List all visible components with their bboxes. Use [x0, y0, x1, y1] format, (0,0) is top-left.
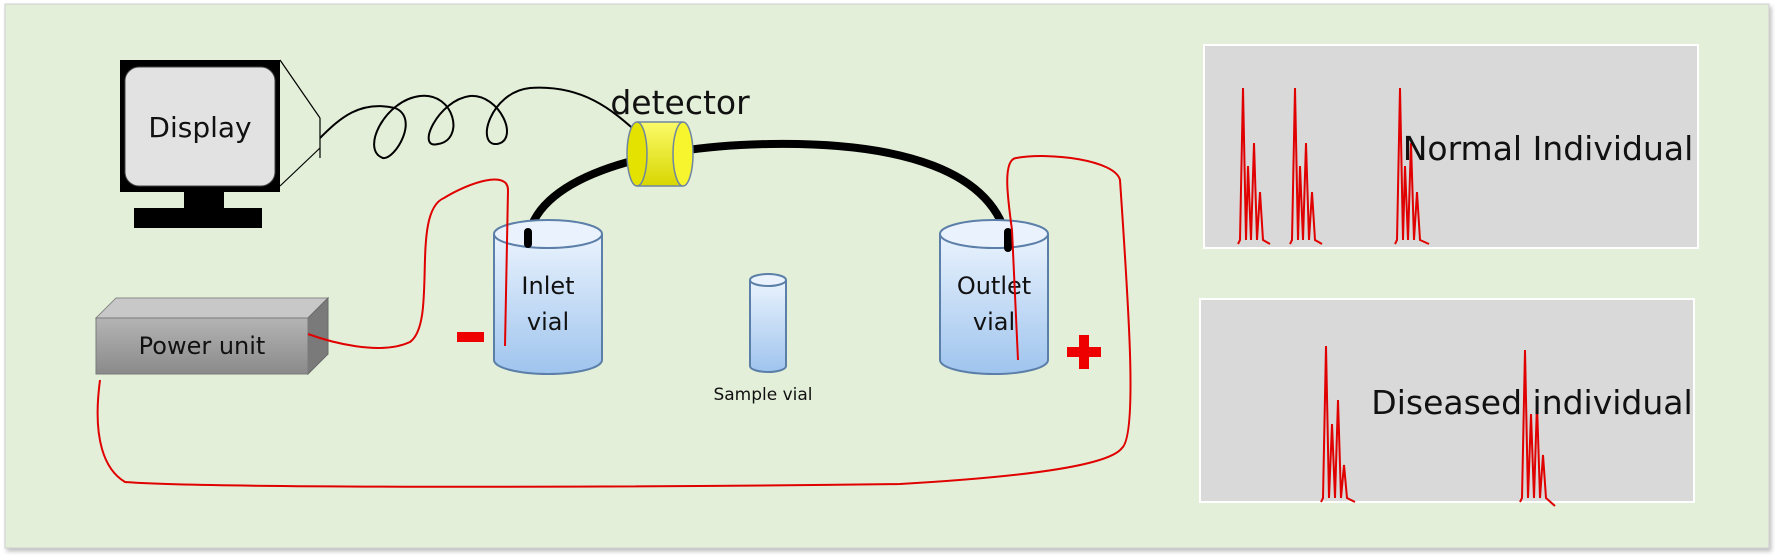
negative-terminal — [457, 332, 484, 342]
capillary-tube-ends — [524, 228, 1012, 252]
diseased-individual-label: Diseased individual — [1371, 383, 1692, 422]
outlet-vial: Outlet vial — [939, 219, 1049, 375]
coiled-signal-cable — [319, 86, 647, 159]
normal-individual-label: Normal Individual — [1403, 129, 1694, 168]
detector: detector — [610, 83, 750, 187]
inlet-label-line1: Inlet — [521, 272, 574, 300]
power-unit: Power unit — [94, 296, 330, 376]
negative-wire — [307, 178, 510, 349]
return-wire — [96, 155, 1132, 488]
capillary-tube — [524, 139, 1012, 248]
outlet-label-line1: Outlet — [957, 272, 1031, 300]
sample-vial-label: Sample vial — [713, 385, 812, 405]
power-unit-label: Power unit — [139, 332, 266, 360]
display-label: Display — [148, 111, 251, 144]
inlet-vial: Inlet vial — [493, 219, 603, 375]
outlet-label-line2: vial — [973, 308, 1015, 336]
detector-label: detector — [610, 83, 750, 122]
normal-electropherogram-peaks — [1237, 87, 1430, 245]
diseased-individual-panel: Diseased individual — [1199, 298, 1695, 507]
inlet-label-line2: vial — [527, 308, 569, 336]
electrode-wires — [96, 155, 1132, 488]
normal-individual-panel: Normal Individual — [1203, 44, 1699, 249]
positive-terminal — [1067, 335, 1101, 369]
display-monitor: Display — [120, 60, 280, 228]
diseased-electropherogram-peaks — [1320, 345, 1556, 507]
sample-vial: Sample vial — [713, 273, 813, 405]
